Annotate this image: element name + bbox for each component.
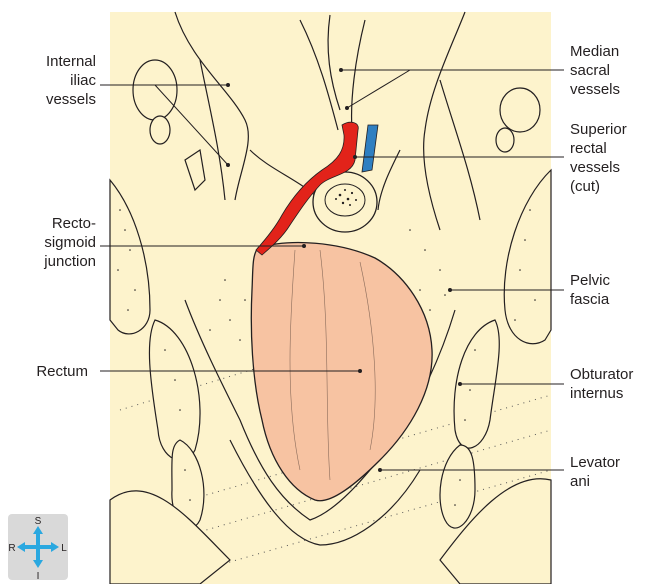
label-superior-rectal-vessels: Superior rectal vessels (cut) <box>570 120 627 196</box>
orientation-compass: S I R L <box>8 514 68 580</box>
sigmoid-lumen <box>325 184 365 216</box>
compass-right-label: R <box>8 543 15 554</box>
compass-inferior-label: I <box>37 571 40 580</box>
label-rectosigmoid-junction: Recto- sigmoid junction <box>10 214 96 271</box>
label-pelvic-fascia: Pelvic fascia <box>570 271 610 309</box>
label-obturator-internus: Obturator internus <box>570 365 633 403</box>
label-internal-iliac-vessels: Internal iliac vessels <box>10 52 96 109</box>
label-median-sacral-vessels: Median sacral vessels <box>570 42 620 99</box>
label-levator-ani: Levator ani <box>570 453 620 491</box>
compass-superior-label: S <box>35 516 42 527</box>
label-rectum: Rectum <box>10 362 88 381</box>
compass-left-label: L <box>61 543 67 554</box>
